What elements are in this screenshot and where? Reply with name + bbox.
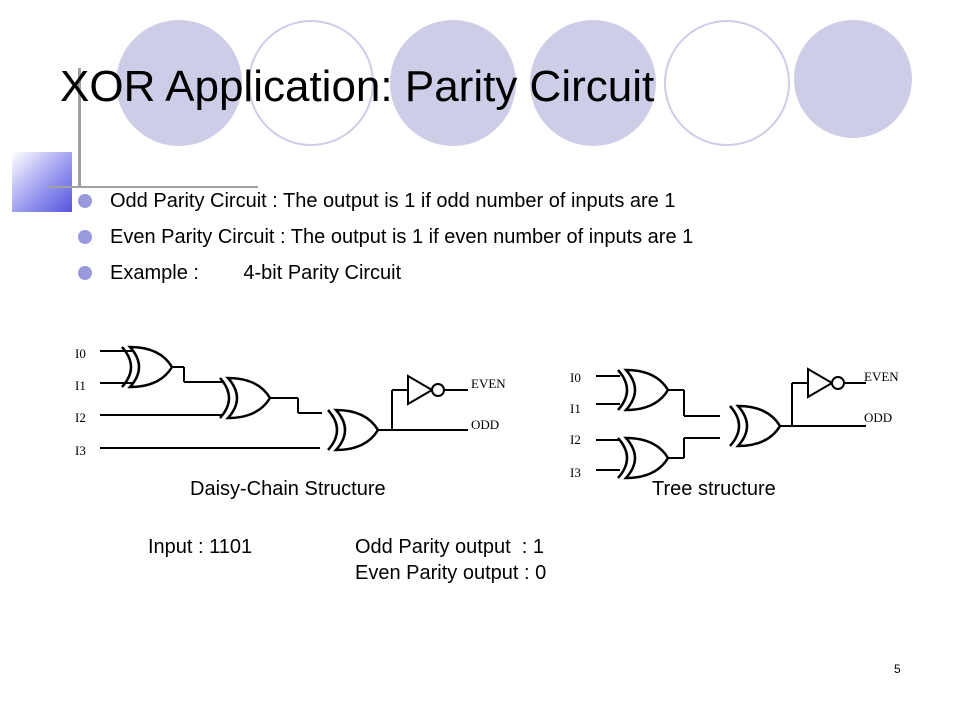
bullet-dot-icon <box>78 230 92 244</box>
daisy-input-label: I3 <box>75 443 86 458</box>
tree-caption: Tree structure <box>652 478 776 500</box>
bullet-dot-icon <box>78 266 92 280</box>
daisy-chain-circuit: I0 I1 I2 I3 EVEN ODD <box>75 345 506 458</box>
tree-input-label: I0 <box>570 370 581 385</box>
bullet-item: Example : 4-bit Parity Circuit <box>78 260 693 296</box>
daisy-odd-label: ODD <box>471 417 499 432</box>
page-number: 5 <box>894 662 901 676</box>
xor-gate <box>728 404 782 448</box>
tree-even-label: EVEN <box>864 369 899 384</box>
decor-circle <box>116 20 242 146</box>
example-even-output: Even Parity output : 0 <box>355 562 547 584</box>
tree-input-label: I1 <box>570 401 581 416</box>
tree-circuit: I0 I1 I2 I3 EVEN ODD <box>570 367 899 480</box>
decor-horizontal-line <box>48 186 258 188</box>
daisy-even-label: EVEN <box>471 376 506 391</box>
daisy-input-label: I0 <box>75 346 86 361</box>
example-odd-output: Odd Parity output : 1 <box>355 536 544 558</box>
bullet-list: Odd Parity Circuit : The output is 1 if … <box>78 188 693 296</box>
xor-gate <box>218 376 272 420</box>
decor-circle-outline <box>248 20 374 146</box>
bullet-text: Odd Parity Circuit : The output is 1 if … <box>110 190 676 212</box>
decor-vertical-line <box>78 68 81 188</box>
tree-input-label: I3 <box>570 465 581 480</box>
xor-gate <box>120 345 174 389</box>
tree-odd-label: ODD <box>864 410 892 425</box>
example-input: Input : 1101 <box>148 536 253 558</box>
decor-circle <box>530 20 656 146</box>
decor-circle <box>390 20 516 146</box>
xor-gate <box>616 368 670 412</box>
not-gate <box>807 367 834 399</box>
decor-circle-outline <box>664 20 790 146</box>
xor-gate <box>616 436 670 480</box>
decor-gradient-square <box>12 152 72 212</box>
xor-gate <box>326 408 380 452</box>
slide-title: XOR Application: Parity Circuit <box>60 62 655 111</box>
bullet-text: Example : 4-bit Parity Circuit <box>110 262 402 284</box>
daisy-input-label: I2 <box>75 410 86 425</box>
tree-input-label: I2 <box>570 432 581 447</box>
bullet-dot-icon <box>78 194 92 208</box>
bullet-item: Even Parity Circuit : The output is 1 if… <box>78 224 693 260</box>
not-gate <box>407 374 434 406</box>
daisy-chain-caption: Daisy-Chain Structure <box>190 478 386 500</box>
daisy-input-label: I1 <box>75 378 86 393</box>
bullet-item: Odd Parity Circuit : The output is 1 if … <box>78 188 693 224</box>
decor-circle <box>794 20 912 138</box>
bullet-text: Even Parity Circuit : The output is 1 if… <box>110 226 694 248</box>
